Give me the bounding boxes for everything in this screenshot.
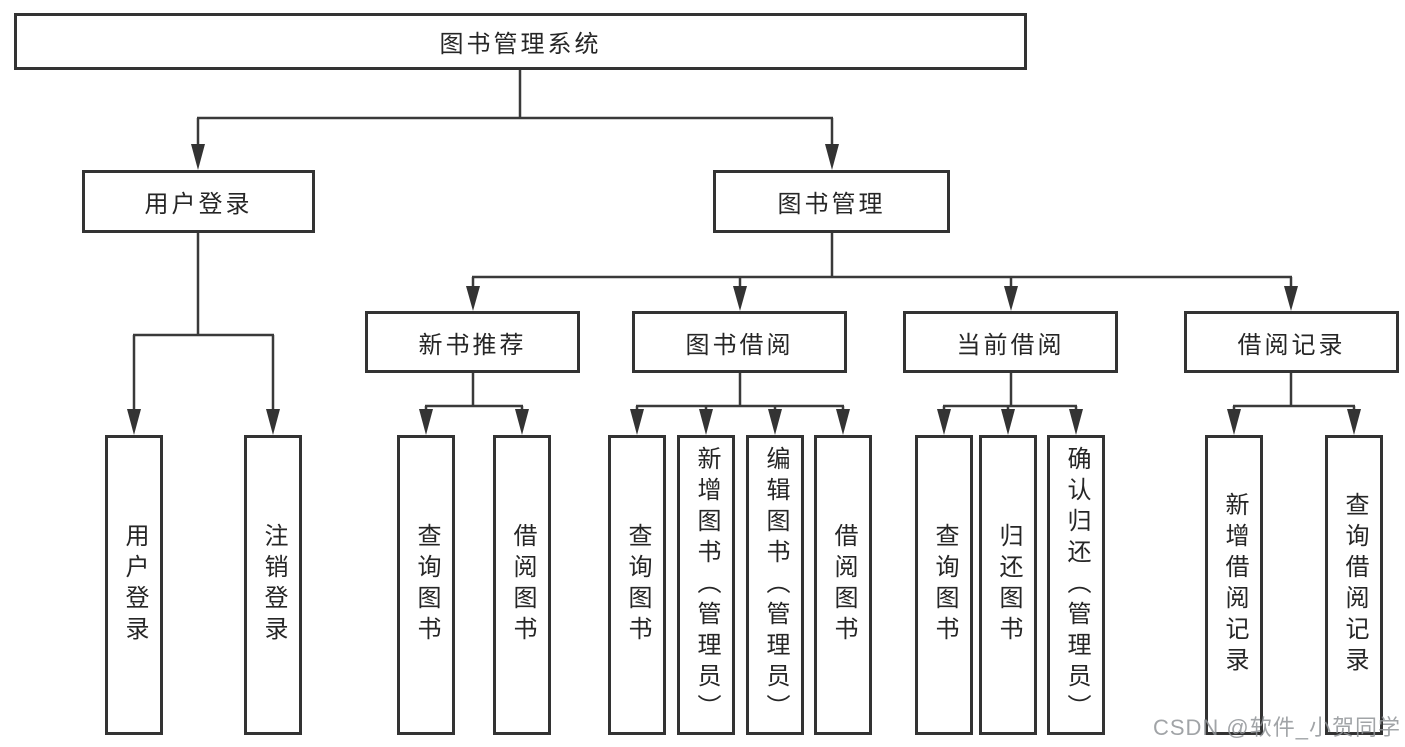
- leaf-return-books: 归还图书: [979, 435, 1037, 735]
- node-new-book-recommend: 新书推荐: [365, 311, 580, 373]
- leaf-confirm-return-admin: 确认归还（管理员）: [1047, 435, 1105, 735]
- node-root: 图书管理系统: [14, 13, 1027, 70]
- leaf-query-books-borrowing: 查询图书: [608, 435, 666, 735]
- leaf-logout-login: 注销登录: [244, 435, 302, 735]
- leaf-query-borrow-record: 查询借阅记录: [1325, 435, 1383, 735]
- node-current-borrowing: 当前借阅: [903, 311, 1118, 373]
- node-book-management: 图书管理: [713, 170, 950, 233]
- leaf-add-book-admin: 新增图书（管理员）: [677, 435, 735, 735]
- leaf-borrow-books: 借阅图书: [814, 435, 872, 735]
- leaf-query-books-recommend: 查询图书: [397, 435, 455, 735]
- node-user-login: 用户登录: [82, 170, 315, 233]
- leaf-add-borrow-record: 新增借阅记录: [1205, 435, 1263, 735]
- leaf-user-login: 用户登录: [105, 435, 163, 735]
- leaf-query-books-current: 查询图书: [915, 435, 973, 735]
- node-borrowing-records: 借阅记录: [1184, 311, 1399, 373]
- node-book-borrowing: 图书借阅: [632, 311, 847, 373]
- leaf-edit-book-admin: 编辑图书（管理员）: [746, 435, 804, 735]
- leaf-borrow-books-recommend: 借阅图书: [493, 435, 551, 735]
